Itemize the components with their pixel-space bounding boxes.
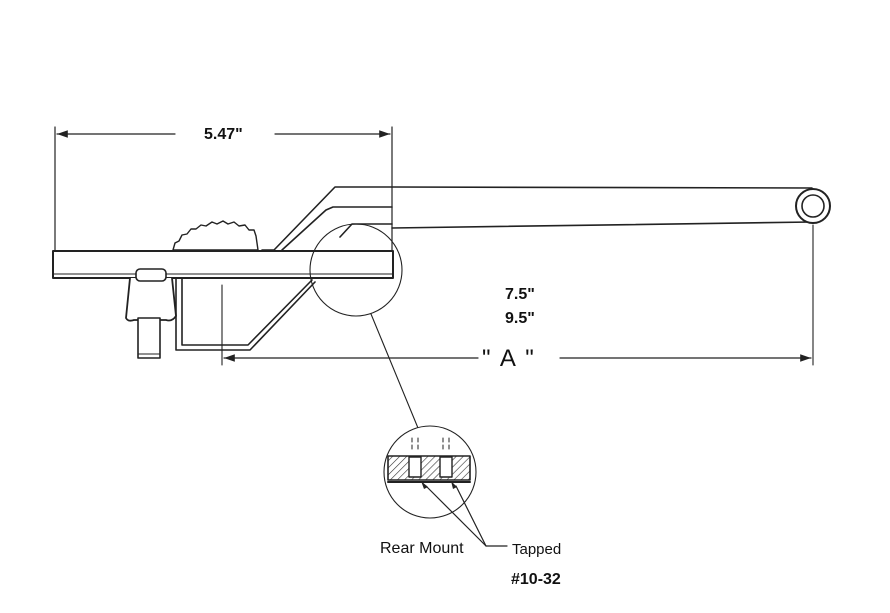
underside-bracket	[175, 277, 316, 351]
length-option-2-label: 9.5"	[505, 310, 535, 327]
dimension-top-width	[54, 126, 393, 253]
base-plate	[52, 250, 394, 279]
rear-mount-detail	[383, 425, 477, 519]
arm-riser	[261, 186, 393, 251]
length-symbol-label: " A "	[482, 345, 536, 372]
tapped-label: Tapped	[512, 541, 562, 558]
tapped-leaders	[425, 485, 508, 547]
rear-mount-label: Rear Mount	[380, 540, 464, 557]
dimension-a	[221, 224, 814, 366]
mount-boss	[125, 268, 177, 359]
thread-size-label: #10-32	[511, 571, 561, 588]
operator-arm	[391, 186, 831, 229]
dimension-top-width-label: 5.47"	[204, 126, 243, 143]
length-option-1-label: 7.5"	[505, 286, 535, 303]
detail-leader	[370, 313, 419, 429]
detail-circle	[309, 223, 403, 317]
gear-segment	[172, 220, 259, 251]
